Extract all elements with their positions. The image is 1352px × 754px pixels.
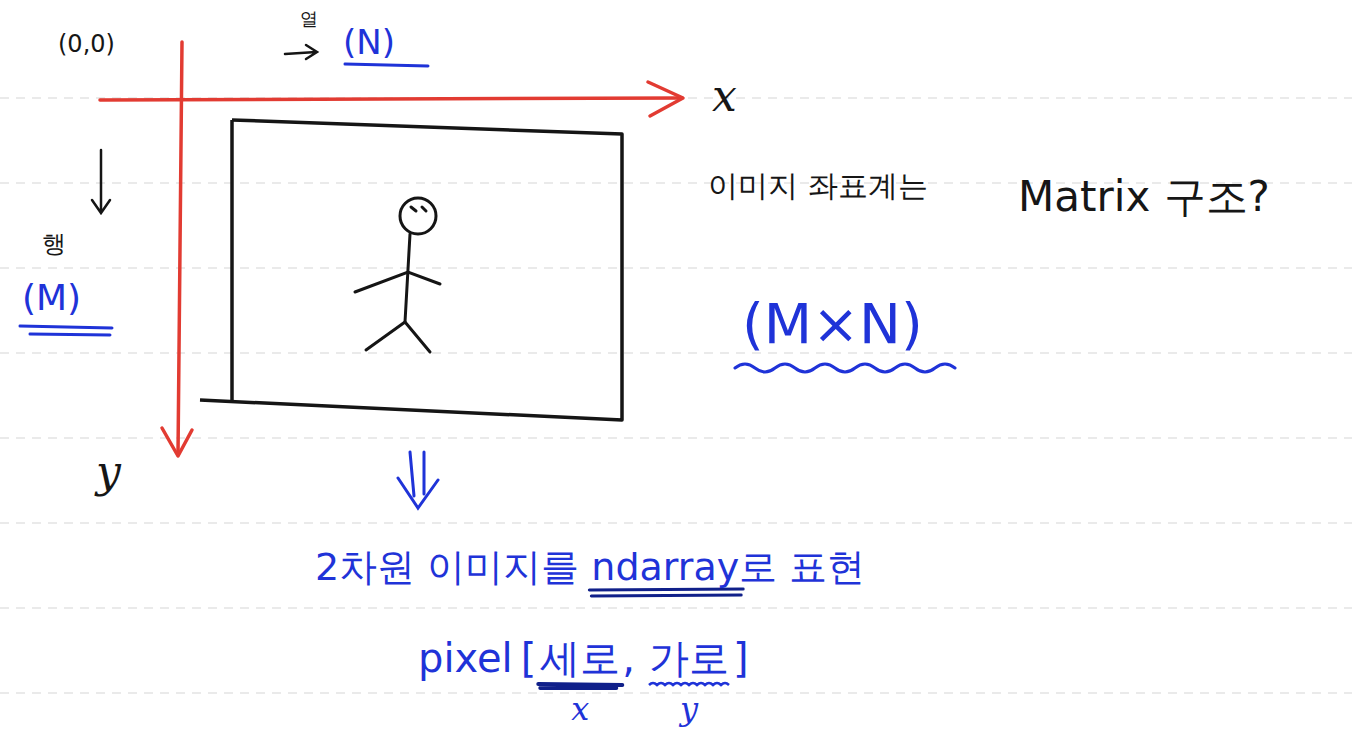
bracket: ] — [733, 634, 749, 682]
pixel-label: pixel — [418, 634, 513, 682]
underlines — [20, 64, 955, 372]
y-axis — [178, 42, 182, 455]
down-double-arrow — [398, 452, 438, 508]
x-axis-head — [648, 82, 683, 116]
note-text: Matrix 구조? — [1018, 172, 1270, 222]
stick-figure — [355, 198, 440, 352]
axis-note: x — [571, 690, 589, 728]
origin-label: (0,0) — [58, 30, 115, 59]
scribble-underline — [538, 684, 622, 688]
axis-note: y — [680, 690, 698, 728]
note-text: 2차원 이미지를 ndarray로 표현 — [315, 545, 865, 591]
x-axis-label: x — [712, 70, 737, 123]
wavy-underline — [649, 683, 729, 685]
x-axis — [100, 98, 682, 100]
column-index: 가로 — [649, 634, 729, 682]
ruled-lines — [0, 98, 1352, 693]
row-label: 행 — [42, 230, 66, 259]
row-index: 세로 — [540, 634, 620, 682]
image-frame — [200, 120, 622, 420]
bracket: [ — [521, 634, 537, 682]
column-count: (N) — [343, 22, 395, 63]
image-frame-left — [230, 120, 234, 400]
matrix-size: (M×N) — [742, 290, 923, 357]
y-axis-head — [162, 428, 192, 456]
column-label: 열 — [300, 8, 318, 30]
note-text: 이미지 좌표계는 — [708, 168, 928, 204]
row-count: (M) — [22, 276, 81, 319]
direction-arrows — [92, 45, 317, 213]
y-axis-label: y — [96, 446, 121, 499]
comma: , — [622, 634, 635, 682]
double-underline — [589, 589, 743, 596]
axes — [100, 42, 683, 456]
